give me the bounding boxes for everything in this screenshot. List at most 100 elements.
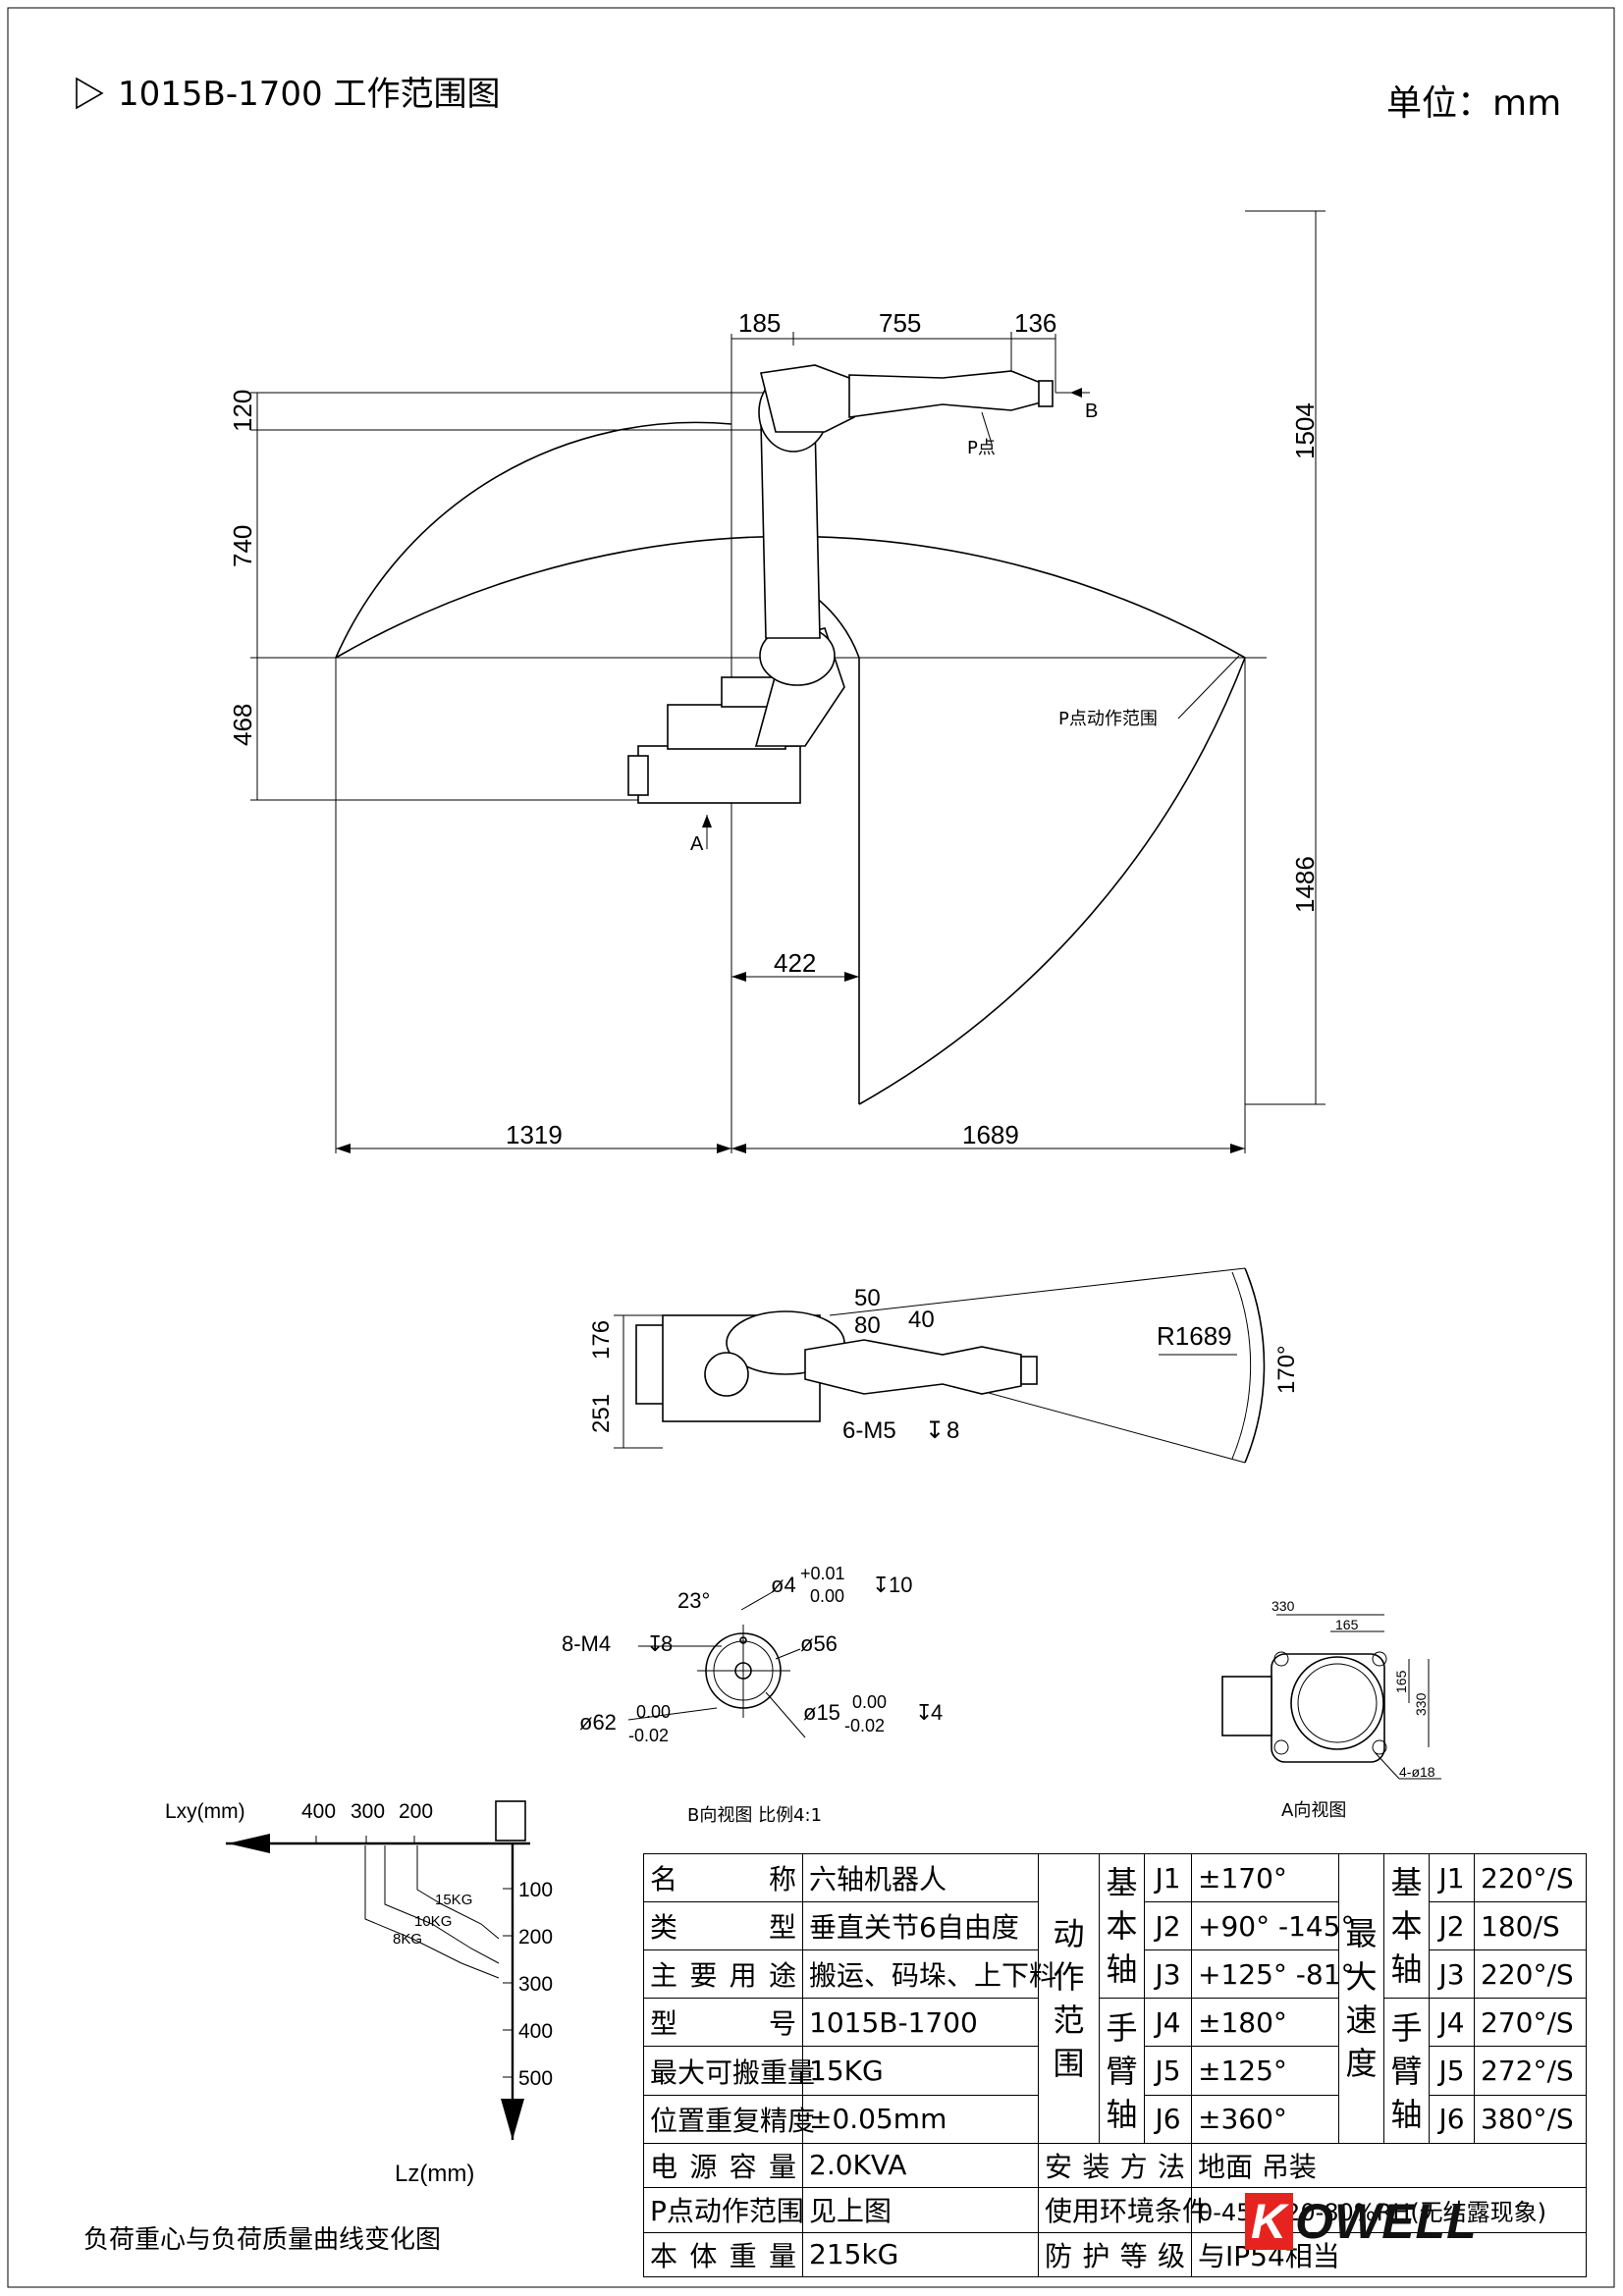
flange-d15-low: -0.02 xyxy=(844,1716,885,1735)
curve-label-15kg: 15KG xyxy=(435,1892,472,1908)
dim-1486: 1486 xyxy=(1290,856,1320,913)
flange-d15-up: 0.00 xyxy=(852,1692,887,1712)
spec-speed-j5: 272°/S xyxy=(1474,2046,1587,2096)
spec-wrist-axis-label: 手臂轴 xyxy=(1099,1998,1145,2144)
flange-hole-depth: 10 xyxy=(889,1573,912,1597)
base-d165-top: 165 xyxy=(1335,1617,1359,1632)
flange-d62-low: -0.02 xyxy=(628,1726,669,1745)
spec-payload-label: 最大可搬重量 xyxy=(643,2046,815,2096)
spec-speed-j1: 220°/S xyxy=(1474,1852,1587,1903)
spec-joint-j4: J4 xyxy=(1144,1998,1192,2048)
x-tick-200: 200 xyxy=(399,1800,433,1823)
spec-prange: 见上图 xyxy=(802,2187,1039,2233)
top-dim-251: 251 xyxy=(588,1394,615,1433)
flange-d15: ø15 xyxy=(803,1700,840,1725)
base-holes: 4-ø18 xyxy=(1399,1764,1435,1780)
load-chart: Lxy(mm) 400 300 200 100 200 300 400 500 … xyxy=(83,1800,553,2255)
spec-range-j4: ±180° xyxy=(1191,1998,1339,2048)
spec-joint-j5: J5 xyxy=(1144,2046,1192,2096)
x-tick-400: 400 xyxy=(301,1800,336,1823)
spec-env-label: 使用环境条件 xyxy=(1038,2187,1210,2233)
spec-weight-label: 本体重量 xyxy=(643,2231,803,2278)
spec-model: 1015B-1700 xyxy=(802,1998,1039,2048)
load-chart-caption: 负荷重心与负荷质量曲线变化图 xyxy=(83,2225,441,2255)
load-x-ticks: 400 300 200 xyxy=(301,1800,433,1843)
x-tick-300: 300 xyxy=(351,1800,385,1823)
spec-name: 六轴机器人 xyxy=(802,1852,1039,1903)
spec-prange-label: P点动作范围 xyxy=(643,2187,804,2233)
y-tick-500: 500 xyxy=(518,2067,553,2090)
robot-side-silhouette xyxy=(627,364,1090,804)
load-curves: 15KG 10KG 8KG xyxy=(364,1845,500,1979)
dim-185: 185 xyxy=(738,308,781,338)
spec-protect: 与IP54相当 xyxy=(1191,2231,1587,2278)
spec-protect-label: 防护等级 xyxy=(1038,2231,1192,2278)
flange-bolt-depth: 8 xyxy=(661,1631,673,1656)
base-d330-side: 330 xyxy=(1413,1692,1429,1716)
label-p-point: P点 xyxy=(967,438,996,458)
curve-15kg xyxy=(416,1845,500,1940)
base-view: 330 165 165 330 4-ø18 A向视图 xyxy=(1221,1598,1441,1821)
spec-row: 主要用途 搬运、码垛、上下料 J3 +125° -81° J3 220°/S xyxy=(643,1949,1587,2000)
spec-speed-j2: 180/S xyxy=(1474,1901,1587,1951)
spec-speed-j3: 220°/S xyxy=(1474,1949,1587,2000)
spec-range-j5: ±125° xyxy=(1191,2046,1339,2096)
top-view: R1689 170° 176 251 50 80 40 6-M5 ↧ 8 xyxy=(588,1267,1300,1464)
spec-repeat: ±0.05mm xyxy=(802,2094,1039,2144)
spec-install: 地面 吊装 xyxy=(1191,2142,1587,2189)
spec-row: 电源容量 2.0KVA 安装方法 地面 吊装 xyxy=(643,2142,1587,2189)
dim-1319: 1319 xyxy=(506,1120,563,1149)
spec-repeat-label: 位置重复精度 xyxy=(643,2094,815,2144)
dim-468: 468 xyxy=(228,704,257,746)
top-dim-80: 80 xyxy=(854,1312,881,1339)
spec-speed-j6: 380°/S xyxy=(1474,2094,1587,2144)
flange-bolt-depth-symbol: ↧ xyxy=(646,1631,664,1656)
spec-speed-joint-j1: J1 xyxy=(1429,1852,1475,1903)
flange-view: 23° ø4 +0.01 0.00 ↧ 10 8-M4 ↧ 8 ø56 ø62 … xyxy=(562,1564,943,1826)
top-angle: 170° xyxy=(1273,1345,1300,1394)
page-title: 1015B-1700 工作范围图 xyxy=(118,75,500,114)
robot-top-silhouette xyxy=(635,1310,1038,1422)
y-tick-300: 300 xyxy=(518,1973,553,1996)
spec-speed-joint-j3: J3 xyxy=(1429,1949,1475,2000)
flange-angle: 23° xyxy=(677,1588,710,1613)
spec-joint-j6: J6 xyxy=(1144,2094,1192,2144)
spec-row: 最大可搬重量 15KG J5 ±125° J5 272°/S xyxy=(643,2046,1587,2096)
spec-speed-joint-j6: J6 xyxy=(1429,2094,1475,2144)
spec-type: 垂直关节6自由度 xyxy=(802,1901,1039,1951)
load-x-label: Lxy(mm) xyxy=(165,1800,245,1823)
spec-motion-label: 动作范围 xyxy=(1038,1853,1100,2144)
spec-use: 搬运、码垛、上下料 xyxy=(802,1949,1056,2000)
dim-136: 136 xyxy=(1014,308,1056,338)
spec-range-j6: ±360° xyxy=(1191,2094,1339,2144)
spec-speed-joint-j2: J2 xyxy=(1429,1901,1475,1951)
flange-hole: ø4 xyxy=(771,1573,796,1597)
load-y-label: Lz(mm) xyxy=(395,2161,474,2187)
spec-speed-wrist-axis-label: 手臂轴 xyxy=(1383,1998,1430,2144)
spec-base-axis-label: 基本轴 xyxy=(1099,1852,1145,2000)
label-b: B xyxy=(1085,400,1098,422)
top-dim-50: 50 xyxy=(854,1285,881,1311)
page-border xyxy=(7,7,1615,2288)
flange-d62-up: 0.00 xyxy=(636,1702,671,1722)
spec-joint-j2: J2 xyxy=(1144,1901,1192,1951)
spec-power: 2.0KVA xyxy=(802,2142,1039,2189)
y-axis-arrow-icon xyxy=(501,2099,524,2140)
label-p-range: P点动作范围 xyxy=(1058,709,1158,729)
flange-hole-tol-low: 0.00 xyxy=(810,1586,844,1606)
dim-755: 755 xyxy=(879,308,921,338)
flange-hole-tol-up: +0.01 xyxy=(800,1564,845,1583)
flange-hole-depth-symbol: ↧ xyxy=(872,1573,890,1597)
top-dim-40: 40 xyxy=(908,1307,935,1333)
label-a: A xyxy=(690,833,704,855)
spec-speed-joint-j5: J5 xyxy=(1429,2046,1475,2096)
dim-740: 740 xyxy=(228,525,257,567)
flange-d56: ø56 xyxy=(800,1631,838,1656)
flange-d15-depth-symbol: ↧ xyxy=(915,1700,933,1725)
spec-install-label: 安装方法 xyxy=(1038,2142,1192,2189)
dim-422: 422 xyxy=(774,948,816,978)
spec-model-label: 型号 xyxy=(643,1998,803,2048)
top-thread-depth-symbol: ↧ xyxy=(925,1417,945,1444)
curve-label-10kg: 10KG xyxy=(414,1913,452,1930)
spec-use-label: 主要用途 xyxy=(643,1949,803,2000)
